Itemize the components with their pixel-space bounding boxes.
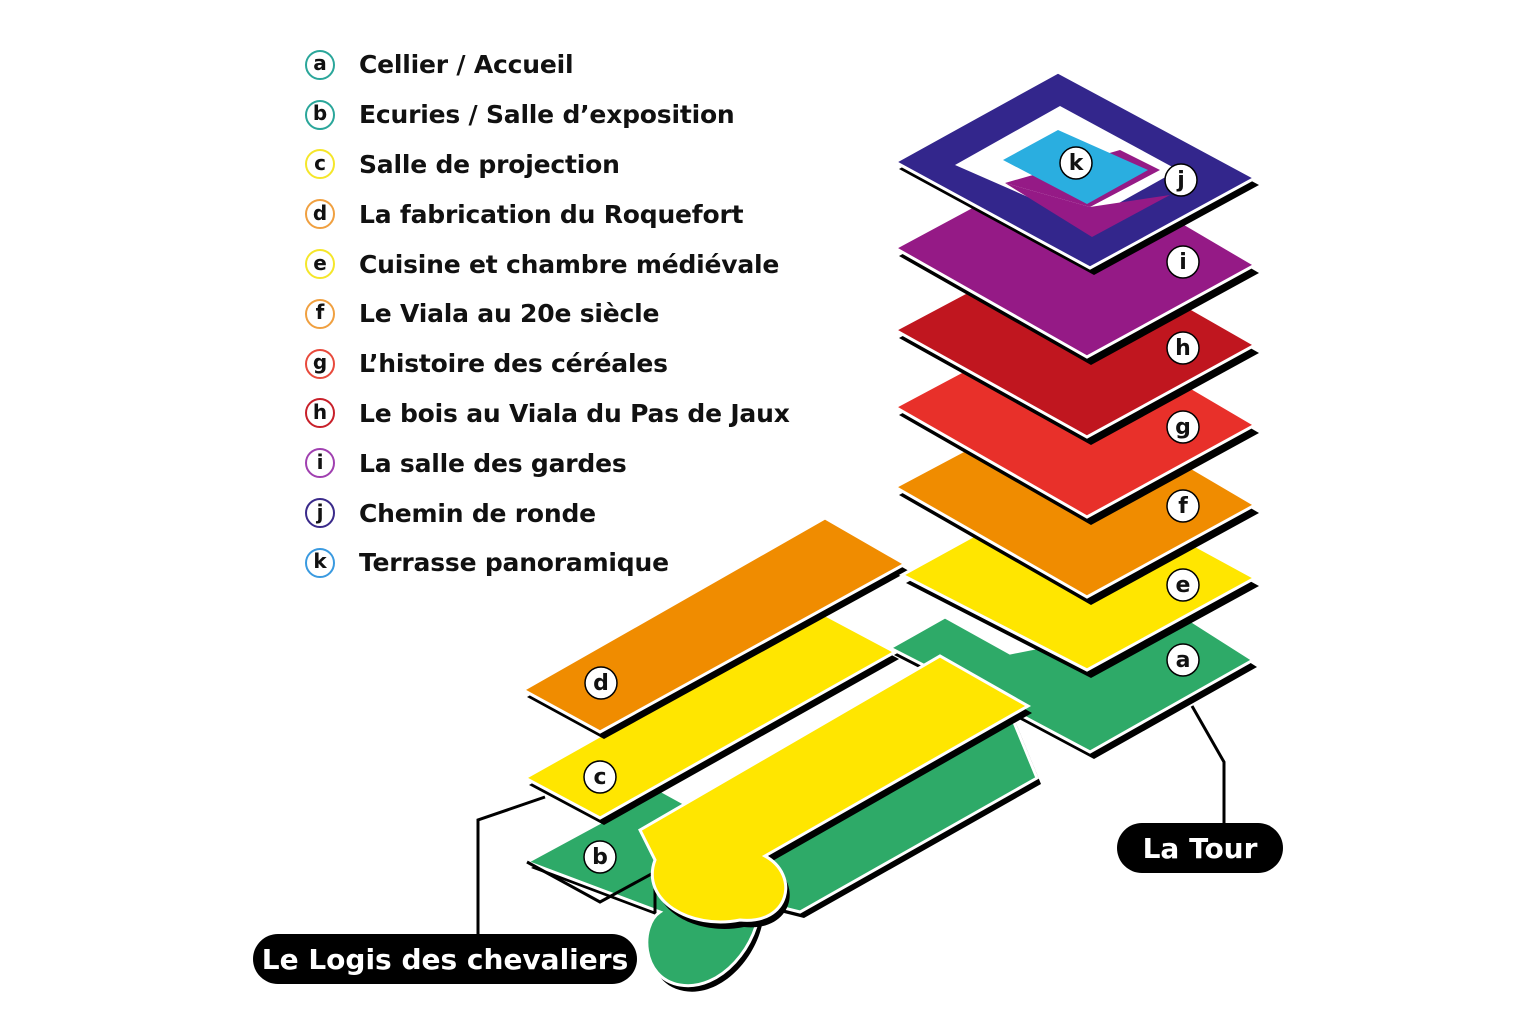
tag-c: c <box>583 760 617 794</box>
tag-h: h <box>1166 331 1200 365</box>
legend-label-a: Cellier / Accueil <box>359 50 574 80</box>
svg-text:j: j <box>1176 168 1185 193</box>
svg-text:e: e <box>1176 573 1191 598</box>
svg-text:d: d <box>593 671 609 696</box>
callout-logis-des-chevaliers: Le Logis des chevaliers <box>253 934 637 984</box>
tag-i: i <box>1166 245 1200 279</box>
legend-item-k: k Terrasse panoramique <box>305 538 825 588</box>
legend-item-f: f Le Viala au 20e siècle <box>305 289 825 339</box>
legend-label-i: La salle des gardes <box>359 448 627 478</box>
legend-label-k: Terrasse panoramique <box>359 548 669 578</box>
legend-label-j: Chemin de ronde <box>359 498 596 528</box>
tag-k: k <box>1059 146 1093 180</box>
legend-item-b: b Ecuries / Salle d’exposition <box>305 90 825 140</box>
legend-label-b: Ecuries / Salle d’exposition <box>359 100 735 130</box>
tag-d: d <box>584 666 618 700</box>
legend-badge-b: b <box>305 99 335 130</box>
legend-label-h: Le bois au Viala du Pas de Jaux <box>359 398 790 428</box>
legend-item-g: g L’histoire des céréales <box>305 339 825 389</box>
legend-item-d: d La fabrication du Roquefort <box>305 189 825 239</box>
legend-badge-e: e <box>305 249 335 280</box>
svg-text:c: c <box>593 765 606 790</box>
legend-badge-d: d <box>305 199 335 230</box>
legend-item-h: h Le bois au Viala du Pas de Jaux <box>305 389 825 439</box>
svg-text:i: i <box>1179 250 1187 275</box>
legend-label-f: Le Viala au 20e siècle <box>359 299 660 329</box>
svg-text:g: g <box>1175 415 1191 440</box>
tag-e: e <box>1166 568 1200 602</box>
legend-item-c: c Salle de projection <box>305 140 825 190</box>
legend-label-e: Cuisine et chambre médiévale <box>359 249 780 279</box>
legend: a Cellier / Accueil b Ecuries / Salle d’… <box>305 40 825 588</box>
floor-c-corridor-shape <box>638 654 1032 929</box>
leader-line-logis <box>476 795 546 936</box>
legend-badge-k: k <box>305 547 335 578</box>
svg-text:f: f <box>1178 494 1188 519</box>
legend-badge-i: i <box>305 448 335 479</box>
tag-a: a <box>1166 643 1200 677</box>
tag-g: g <box>1166 410 1200 444</box>
floor-a-shape <box>886 615 1257 759</box>
legend-item-e: e Cuisine et chambre médiévale <box>305 239 825 289</box>
leader-line-tour <box>1190 705 1226 825</box>
legend-item-a: a Cellier / Accueil <box>305 40 825 90</box>
svg-text:h: h <box>1175 336 1191 361</box>
legend-label-d: La fabrication du Roquefort <box>359 199 744 229</box>
legend-label-g: L’histoire des céréales <box>359 349 668 379</box>
legend-badge-c: c <box>305 149 335 180</box>
callout-la-tour: La Tour <box>1117 823 1283 873</box>
legend-badge-h: h <box>305 398 335 429</box>
legend-badge-g: g <box>305 348 335 379</box>
svg-text:b: b <box>592 845 608 870</box>
floor-d-shape <box>519 516 909 739</box>
legend-item-j: j Chemin de ronde <box>305 488 825 538</box>
legend-label-c: Salle de projection <box>359 149 620 179</box>
tag-f: f <box>1166 489 1200 523</box>
legend-badge-a: a <box>305 49 335 80</box>
legend-item-i: i La salle des gardes <box>305 438 825 488</box>
tag-j: j <box>1164 163 1198 197</box>
tag-b: b <box>583 840 617 874</box>
svg-text:k: k <box>1069 151 1085 176</box>
legend-badge-f: f <box>305 298 335 329</box>
legend-badge-j: j <box>305 498 335 529</box>
svg-text:a: a <box>1176 648 1191 673</box>
